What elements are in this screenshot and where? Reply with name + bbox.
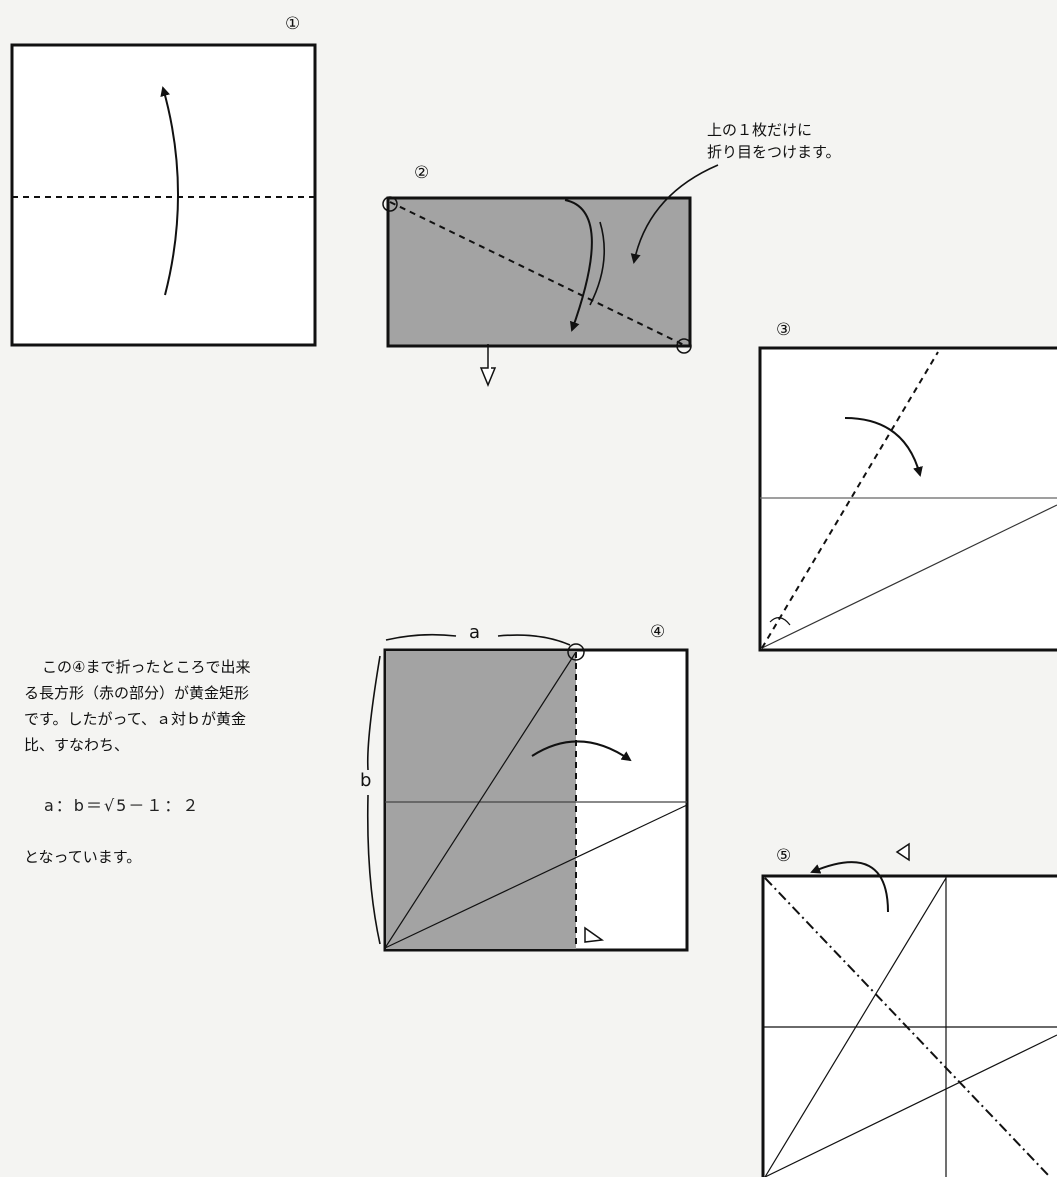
step-2-pointer-arrow: [630, 164, 719, 264]
dimension-b-bracket: [366, 655, 381, 945]
step-1-fold-arrow: [160, 86, 180, 296]
step-2-rectangle: [386, 196, 692, 348]
explanation-line-1: この④まで折ったところで出来: [42, 658, 251, 676]
step-3-diagram: [758, 346, 1057, 652]
step-3-fold-arrow: [844, 417, 923, 477]
step-3-angle-mark: [769, 617, 791, 626]
dimension-a-label: a: [469, 622, 481, 643]
step-5-mountain-arrow-icon: [895, 842, 910, 862]
step-3-crease-diagonal: [761, 504, 1057, 649]
step-2-fold-arrow-2: [589, 221, 605, 306]
explanation-line-4: 比、すなわち、: [24, 736, 130, 754]
explanation-line-3: です。したがって、ａ対ｂが黄金: [24, 710, 247, 728]
step-4-crease-diagonal-shallow: [384, 804, 688, 949]
explanation-line-2: る長方形（赤の部分）が黄金矩形: [24, 684, 250, 702]
conclusion-text: となっています。: [24, 848, 142, 866]
step-2-number: ②: [414, 163, 430, 183]
step-2-diagram: [382, 164, 719, 387]
step-4-fold-arrow: [531, 740, 632, 762]
step-3-valley-fold-line: [761, 351, 939, 649]
step-2-corner-marker-bottom: [676, 338, 692, 354]
step-1-number: ①: [285, 14, 301, 34]
step-4-corner-marker: [567, 643, 585, 661]
dimension-a-bracket: [385, 633, 571, 646]
step-2-fold-arrow: [564, 199, 593, 332]
dimension-b-label: b: [360, 770, 372, 791]
step-3-square: [758, 346, 1057, 652]
mountain-fold-arrow-icon: [584, 926, 605, 943]
step-4-number: ④: [650, 622, 666, 642]
step-5-crease-diagonal-steep: [764, 877, 947, 1177]
turn-over-arrow-icon: [479, 344, 497, 387]
step-5-diagram: [761, 842, 1057, 1177]
step-2-note-line-1: 上の１枚だけに: [707, 121, 813, 139]
step-5-number: ⑤: [776, 846, 792, 866]
step-4-crease-diagonal-steep: [384, 651, 577, 949]
golden-ratio-formula: a：b＝√5－１：２: [44, 796, 201, 815]
step-2-note-line-2: 折り目をつけます。: [707, 143, 841, 161]
step-2-corner-marker-top: [382, 196, 398, 212]
step-1-diagram: [10, 43, 317, 347]
step-5-crease-diagonal-shallow: [764, 1034, 1057, 1177]
step-4-diagram: [366, 633, 689, 952]
step-3-number: ③: [776, 320, 792, 340]
step-5-mountain-fold-line: [764, 877, 1051, 1177]
step-5-fold-arrow: [810, 861, 889, 913]
